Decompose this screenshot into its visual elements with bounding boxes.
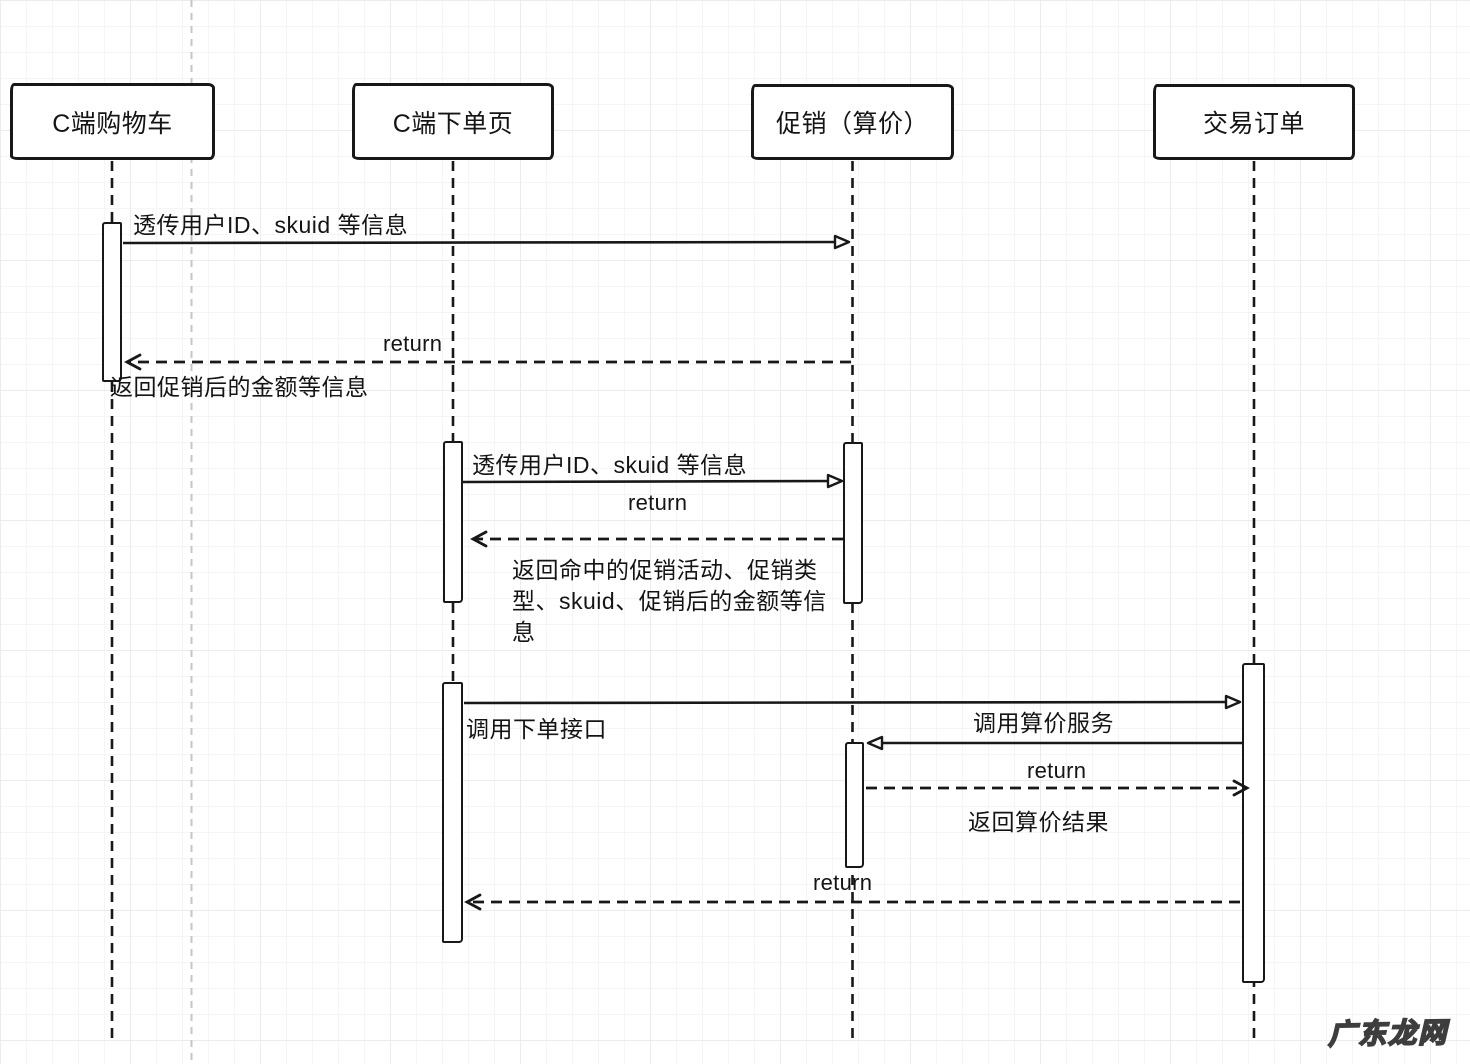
actor-label-cart: C端购物车 [52,109,173,138]
activation-bar-trade-order [1242,663,1265,983]
message-7-label: return [1027,758,1087,783]
message-5-label: 调用下单接口 [466,716,607,742]
message-8-label: return [813,870,873,895]
actor-label-trade-order: 交易订单 [1202,110,1305,138]
actor-box-promo: 促销（算价） [751,84,954,160]
activation-bar-order-page-1 [443,441,463,603]
watermark: 广东龙网 [1327,1016,1449,1051]
activation-bar-cart [102,222,122,382]
message-4-note: 返回命中的促销活动、促销类型、skuid、促销后的金额等信息 [512,557,827,645]
message-1-arrow [122,234,851,250]
activation-bar-promo-2 [845,742,864,868]
message-2-label: return [383,331,443,356]
actor-label-order-page: C端下单页 [392,109,514,138]
message-7-note: 返回算价结果 [968,809,1109,835]
actor-box-order-page: C端下单页 [352,83,554,160]
message-2-note: 返回促销后的金额等信息 [110,374,369,400]
message-1-label: 透传用户ID、skuid 等信息 [133,212,409,238]
actor-label-promo: 促销（算价） [775,110,929,138]
message-4-label: return [628,490,688,515]
activation-bar-order-page-2 [442,682,463,943]
message-5-arrow [463,694,1242,710]
message-6-label: 调用算价服务 [973,710,1114,736]
message-3-label: 透传用户ID、skuid 等信息 [472,452,748,478]
actor-box-trade-order: 交易订单 [1153,84,1355,160]
activation-bar-promo-1 [843,442,863,604]
message-3-arrow [462,473,844,489]
actor-box-cart: C端购物车 [10,83,215,160]
